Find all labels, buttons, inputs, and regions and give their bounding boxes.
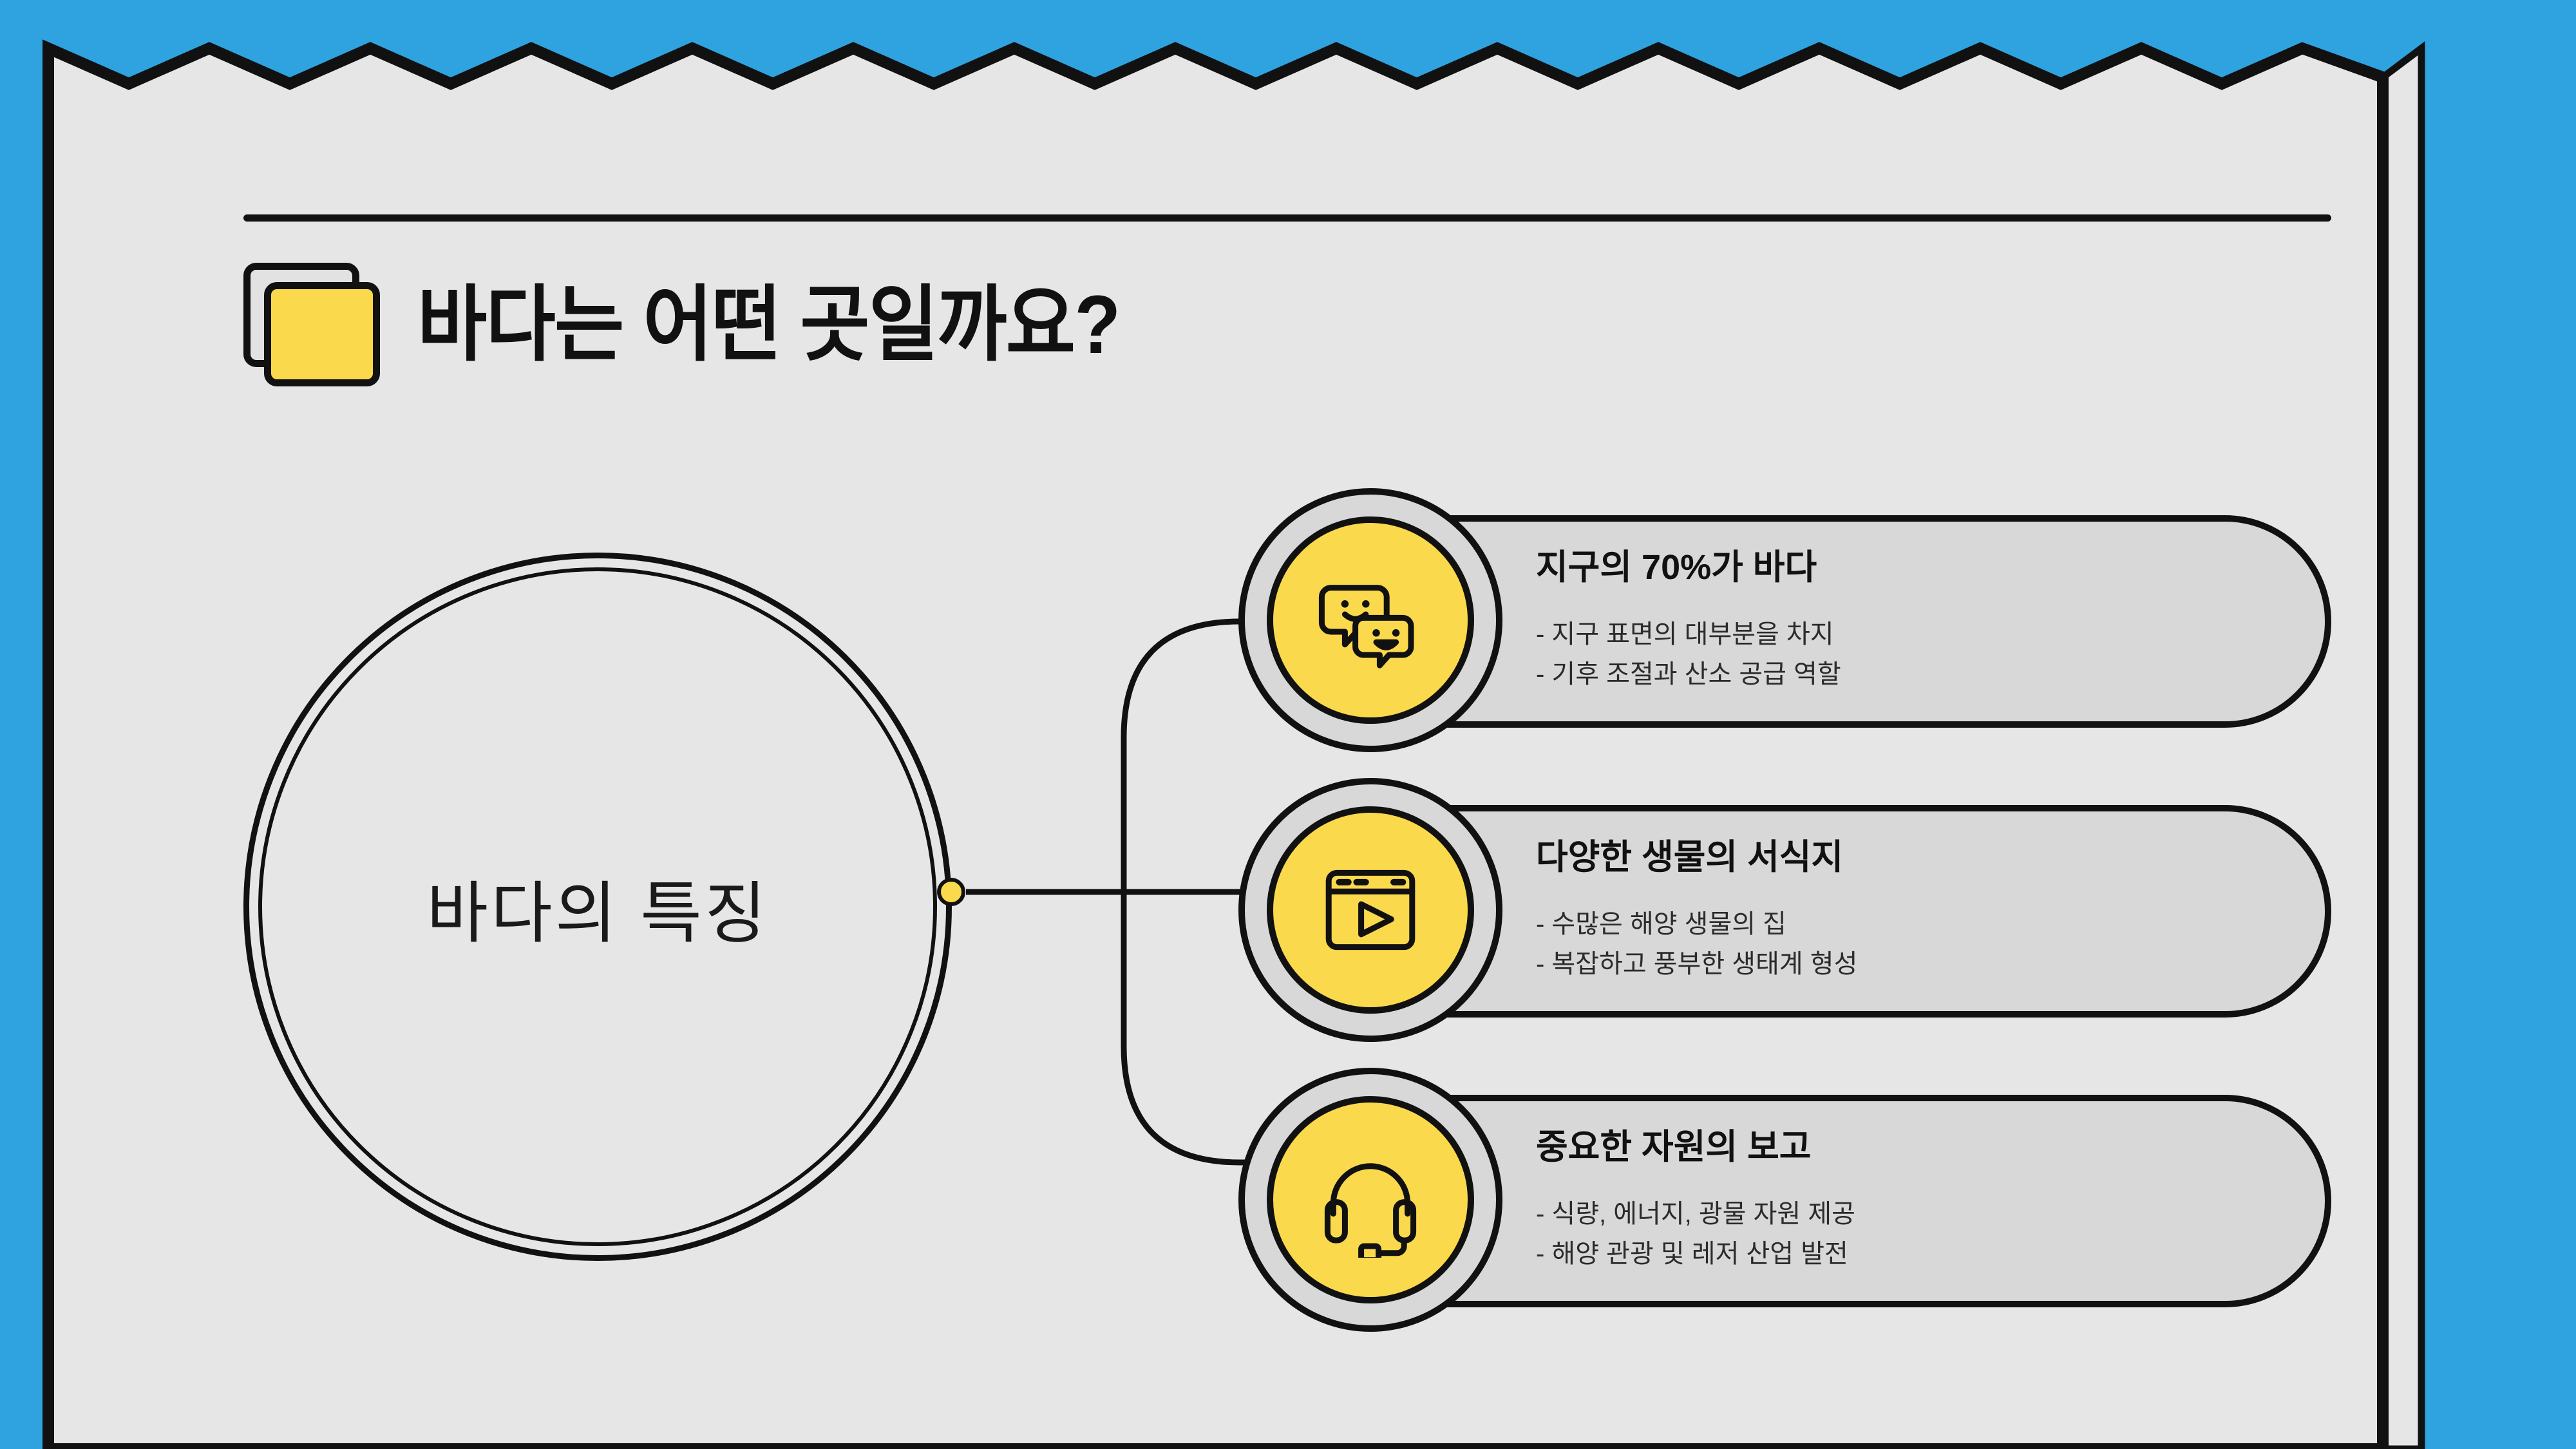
page-title: 바다는 어떤 곳일까요? [417,279,1121,371]
page-title-row: 바다는 어떤 곳일까요? [238,258,1180,393]
stacked-square-front [264,282,380,386]
header-divider-rule [243,214,2331,222]
stacked-square-icon [238,258,386,393]
